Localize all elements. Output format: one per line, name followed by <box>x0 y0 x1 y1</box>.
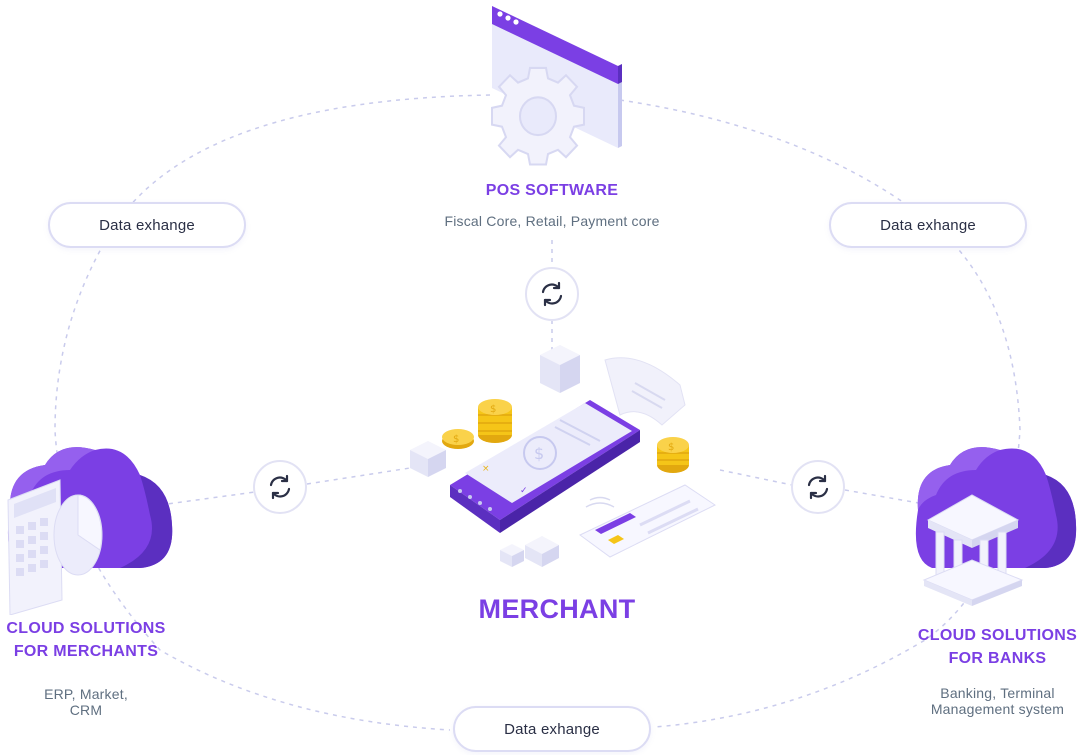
svg-text:✓: ✓ <box>520 486 528 496</box>
banks-subtitle-line2: Management system <box>930 701 1065 717</box>
merchants-title: CLOUD SOLUTIONS FOR MERCHANTS <box>0 617 172 663</box>
svg-text:$: $ <box>534 444 544 463</box>
svg-text:$: $ <box>490 404 496 415</box>
gear-window-icon <box>491 6 622 166</box>
merchant-title: MERCHANT <box>478 594 636 624</box>
banks-title: CLOUD SOLUTIONS FOR BANKS <box>905 624 1080 670</box>
merchants-title-line1: CLOUD SOLUTIONS <box>6 620 166 637</box>
sync-top-icon <box>525 267 579 321</box>
banks-title-line2: FOR BANKS <box>948 650 1047 667</box>
data-exchange-bottom-label: Data exhange <box>453 706 651 752</box>
merchants-subtitle: ERP, Market, CRM <box>10 686 162 718</box>
cloud-bank-icon <box>915 447 1077 606</box>
pos-title: POS SOFTWARE <box>485 182 619 199</box>
data-exchange-right-label: Data exhange <box>829 202 1027 248</box>
cloud-calculator-icon <box>7 447 173 615</box>
svg-text:×: × <box>482 464 490 474</box>
banks-subtitle-line1: Banking, Terminal <box>940 685 1055 701</box>
merchants-subtitle-line2: CRM <box>69 702 103 718</box>
merchants-title-line2: FOR MERCHANTS <box>13 643 159 660</box>
sync-right-icon <box>791 460 845 514</box>
sync-left-icon <box>253 460 307 514</box>
data-exchange-left-label: Data exhange <box>48 202 246 248</box>
svg-text:$: $ <box>668 442 674 453</box>
merchants-subtitle-line1: ERP, Market, <box>44 686 128 702</box>
banks-title-line1: CLOUD SOLUTIONS <box>917 627 1078 644</box>
svg-text:$: $ <box>453 434 459 445</box>
banks-subtitle: Banking, Terminal Management system <box>910 685 1080 717</box>
payment-terminal-icon: $ × ✓ $ $ $ <box>410 345 716 567</box>
pos-subtitle: Fiscal Core, Retail, Payment core <box>444 213 660 229</box>
